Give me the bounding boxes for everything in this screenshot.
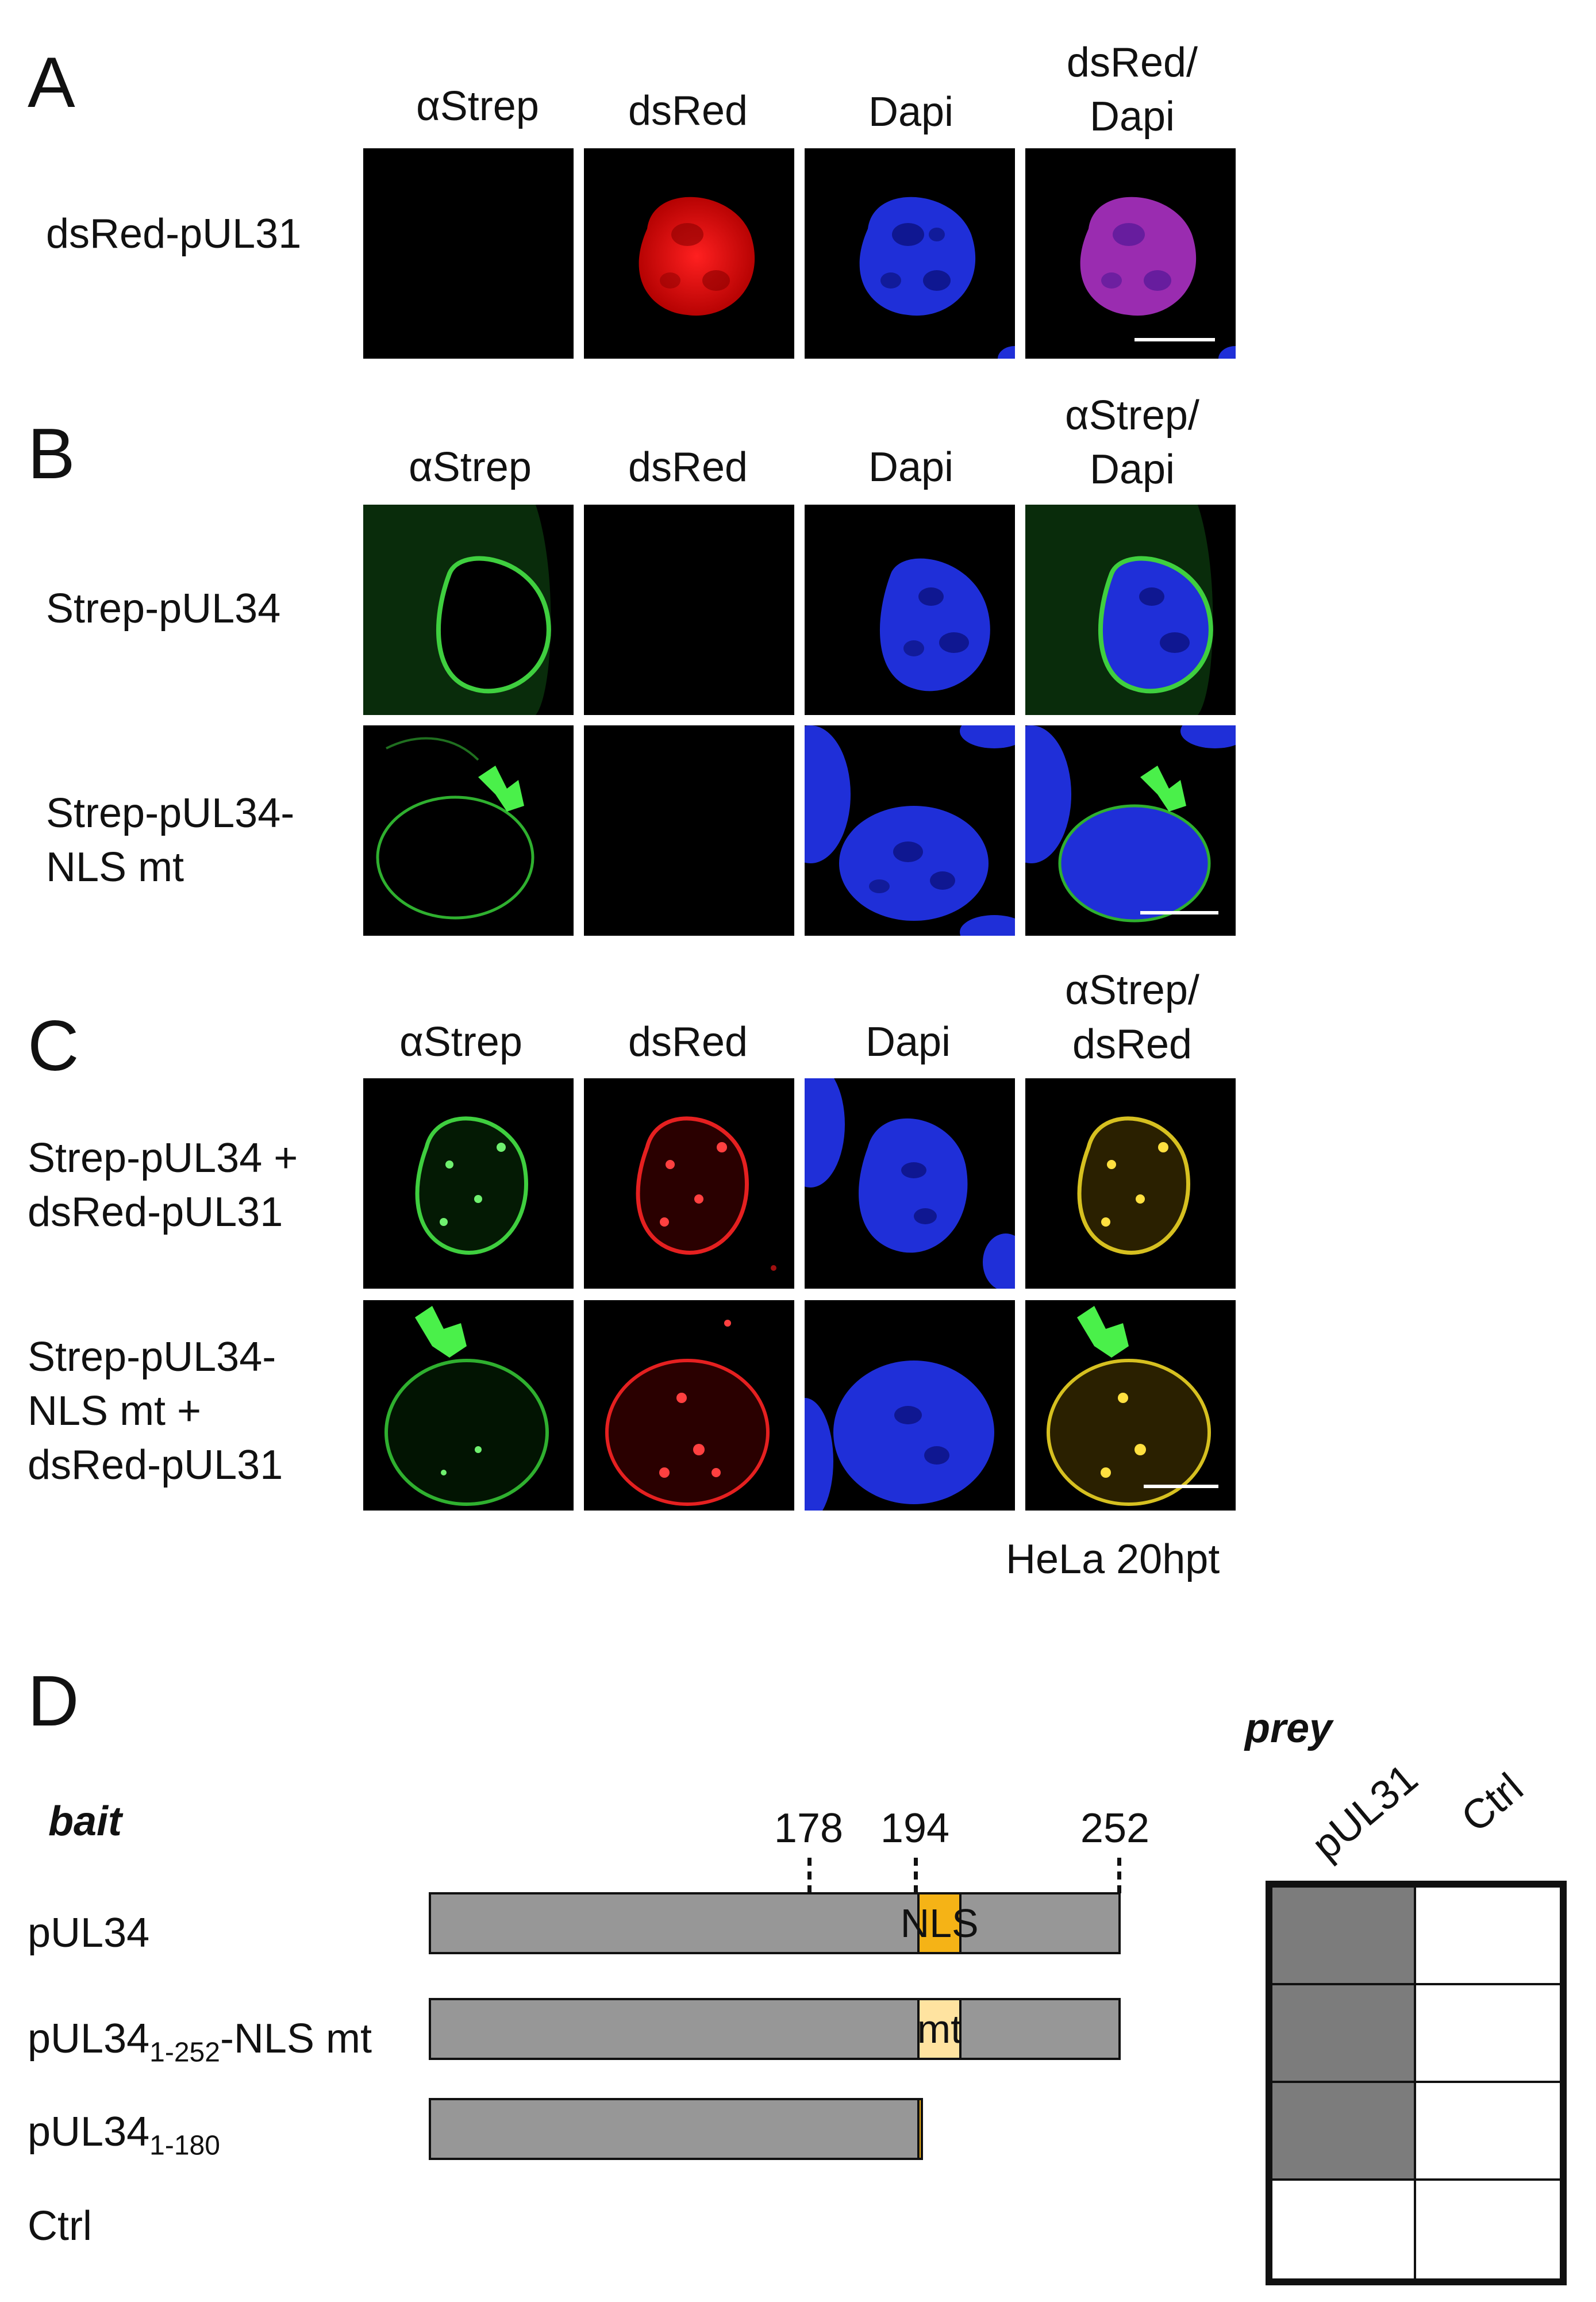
prey-label: prey	[1245, 1705, 1333, 1751]
micrograph-a-1-dsred	[584, 148, 794, 359]
col-header-b-3: Dapi	[868, 444, 954, 490]
col-header-c-3: Dapi	[865, 1019, 951, 1065]
interaction-cell	[1272, 2083, 1416, 2181]
interaction-cell	[1416, 2083, 1560, 2181]
col-header-a-2: dsRed	[628, 88, 748, 134]
construct-bar-1	[429, 1892, 1121, 1954]
micrograph-c-1-merge	[1025, 1078, 1236, 1289]
micrograph-c-2-dapi	[805, 1300, 1015, 1511]
micrograph-a-1-merge	[1025, 148, 1236, 359]
row-label-b-1: Strep-pUL34	[46, 586, 281, 632]
interaction-cell	[1272, 1888, 1416, 1985]
micrograph-c-1-strep	[363, 1078, 574, 1289]
construct-bar-3	[429, 2098, 923, 2160]
row-label-c-1: Strep-pUL34 + dsRed-pUL31	[28, 1135, 298, 1235]
dash-252	[1117, 1858, 1121, 1893]
micrograph-b-1-dapi	[805, 505, 1015, 715]
dash-178	[807, 1858, 812, 1893]
cell-line-caption: HeLa 20hpt	[1006, 1536, 1220, 1582]
col-header-a-4: dsRed/ Dapi	[1066, 40, 1198, 140]
row-label-c-2: Strep-pUL34- NLS mt + dsRed-pUL31	[28, 1334, 283, 1488]
position-194: 194	[880, 1805, 950, 1851]
construct-label-3: pUL341-180	[28, 2109, 220, 2161]
micrograph-c-2-dsred	[584, 1300, 794, 1511]
construct-label-4: Ctrl	[28, 2203, 92, 2249]
panel-letter-c: C	[28, 1006, 79, 1086]
micrograph-c-2-merge	[1025, 1300, 1236, 1511]
construct-label-2: pUL341-252-NLS mt	[28, 2016, 372, 2068]
construct-label-1: pUL34	[28, 1910, 150, 1956]
interaction-grid	[1266, 1881, 1567, 2285]
col-header-b-2: dsRed	[628, 444, 748, 490]
micrograph-b-2-dsred	[584, 725, 794, 936]
micrograph-a-1-strep	[363, 148, 574, 359]
micrograph-b-2-merge	[1025, 725, 1236, 936]
interaction-cell	[1272, 1985, 1416, 2083]
interaction-cell	[1416, 1888, 1560, 1985]
construct-segment-1: NLS	[901, 1892, 979, 1954]
position-178: 178	[774, 1805, 844, 1851]
bait-label: bait	[48, 1798, 122, 1844]
col-header-c-2: dsRed	[628, 1019, 748, 1065]
micrograph-b-2-strep	[363, 725, 574, 936]
panel-letter-b: B	[28, 414, 75, 494]
dash-194	[914, 1858, 918, 1893]
row-label-b-2: Strep-pUL34- NLS mt	[46, 790, 295, 890]
micrograph-c-2-strep	[363, 1300, 574, 1511]
construct-segment-2: mt	[917, 1998, 962, 2060]
col-header-a-3: Dapi	[868, 89, 954, 135]
panel-letter-a: A	[28, 43, 75, 122]
prey-col-header-pul31: pUL31	[1303, 1755, 1426, 1869]
micrograph-b-1-merge	[1025, 505, 1236, 715]
col-header-b-1: αStrep	[409, 444, 532, 490]
interaction-cell	[1416, 2181, 1560, 2278]
micrograph-b-1-dsred	[584, 505, 794, 715]
row-label-a-1: dsRed-pUL31	[46, 211, 302, 257]
interaction-cell	[1416, 1985, 1560, 2083]
panel-letter-d: D	[28, 1662, 79, 1741]
micrograph-c-1-dapi	[805, 1078, 1015, 1289]
col-header-c-4: αStrep/ dsRed	[1065, 967, 1199, 1067]
interaction-cell	[1272, 2181, 1416, 2278]
scale-bar	[1144, 1485, 1218, 1488]
construct-bar-2	[429, 1998, 1121, 2060]
col-header-c-1: αStrep	[399, 1019, 522, 1065]
construct-segment-3	[917, 2098, 923, 2160]
scale-bar	[1140, 911, 1218, 914]
micrograph-a-1-dapi	[805, 148, 1015, 359]
col-header-a-1: αStrep	[416, 83, 539, 129]
micrograph-b-2-dapi	[805, 725, 1015, 936]
position-252: 252	[1080, 1805, 1150, 1851]
scale-bar	[1134, 338, 1215, 341]
micrograph-c-1-dsred	[584, 1078, 794, 1289]
micrograph-b-1-strep	[363, 505, 574, 715]
col-header-b-4: αStrep/ Dapi	[1065, 393, 1199, 493]
prey-col-header-ctrl: Ctrl	[1452, 1764, 1532, 1842]
